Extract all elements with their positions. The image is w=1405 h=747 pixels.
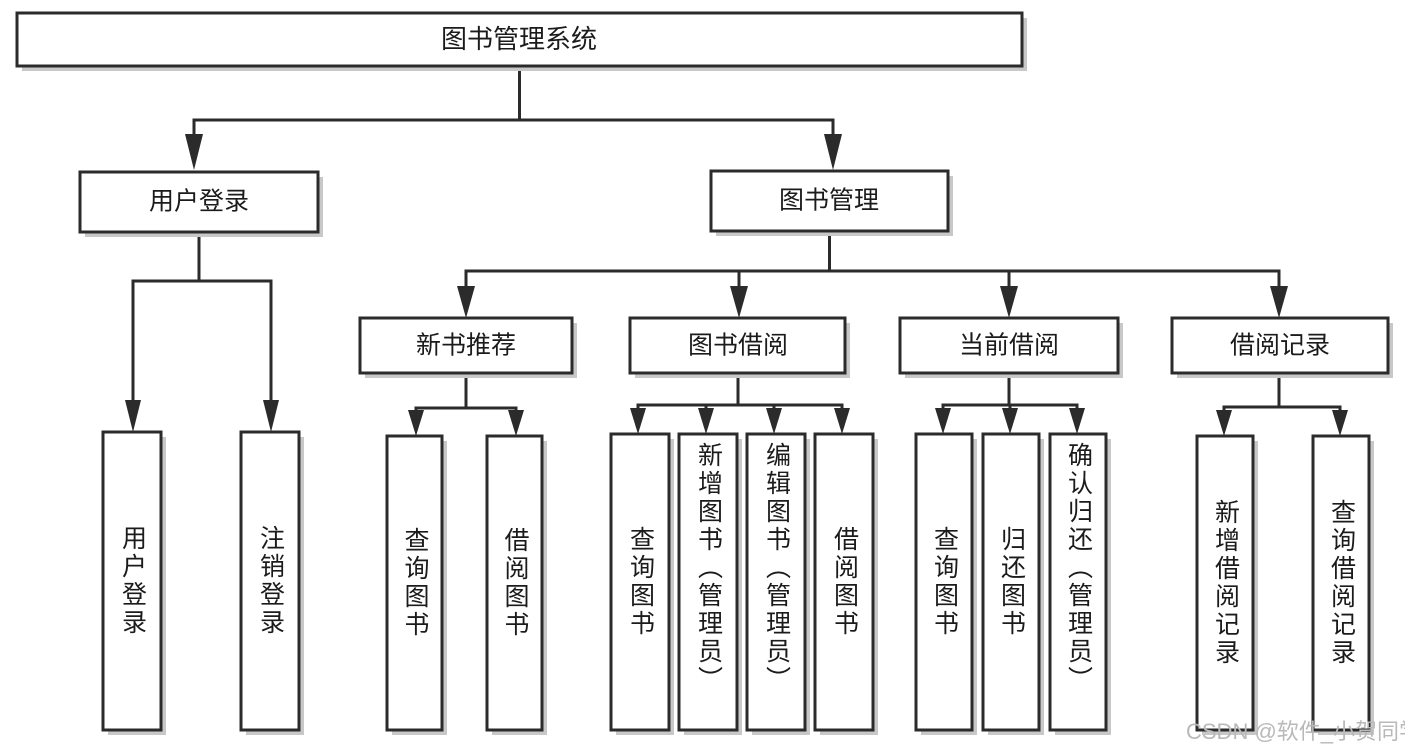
leaf-edit-book[interactable]: 编辑图书（管理员） xyxy=(747,434,805,730)
leaf-confirm-return-rect[interactable] xyxy=(1048,432,1108,732)
node-new-book-rec-rect xyxy=(358,316,574,375)
leaf-rect-layer xyxy=(101,430,1374,735)
node-root[interactable]: 图书管理系统 xyxy=(15,11,1027,71)
leaf-query-book-2-rect[interactable] xyxy=(609,432,671,732)
leaf-add-record-label: 新增借阅记录 xyxy=(1211,499,1240,667)
node-book-manage-label: 图书管理 xyxy=(779,187,879,215)
leaf-add-record[interactable]: 新增借阅记录 xyxy=(1197,436,1253,730)
arrowhead-book-borrow xyxy=(730,286,748,318)
node-root-rect xyxy=(15,11,1024,68)
arrowhead-add-book xyxy=(698,408,714,434)
node-book-manage[interactable]: 图书管理 xyxy=(709,169,953,236)
leaf-query-book-1[interactable]: 查询图书 xyxy=(387,436,442,730)
arrowhead-current-borrow xyxy=(1000,286,1018,318)
leaf-user-login-label: 用户登录 xyxy=(118,525,147,637)
node-user-login[interactable]: 用户登录 xyxy=(78,170,323,237)
leaf-query-book-2[interactable]: 查询图书 xyxy=(611,434,669,730)
leaf-logout-label: 注销登录 xyxy=(256,525,285,637)
leaf-confirm-return[interactable]: 确认归还（管理员） xyxy=(1050,434,1106,730)
arrowhead-leaf-logout xyxy=(263,400,279,432)
leaf-query-record[interactable]: 查询借阅记录 xyxy=(1313,436,1369,730)
leaf-edit-book-label: 编辑图书（管理员） xyxy=(762,442,791,694)
node-user-login-label: 用户登录 xyxy=(149,188,249,216)
node-current-borrow[interactable]: 当前借阅 xyxy=(898,316,1123,378)
leaf-return-book-label: 归还图书 xyxy=(997,526,1026,638)
leaf-query-book-1-rect[interactable] xyxy=(385,434,444,732)
node-book-borrow-label: 图书借阅 xyxy=(688,332,788,360)
arrowhead-leaf-user-login xyxy=(125,400,141,432)
leaf-query-book-3[interactable]: 查询图书 xyxy=(916,434,972,730)
leaf-query-book-2-label: 查询图书 xyxy=(626,526,655,638)
leaf-logout-rect[interactable] xyxy=(239,430,301,732)
leaf-add-book-rect[interactable] xyxy=(677,432,739,732)
node-layer: 图书管理系统 用户登录 图书管理 新书推荐 xyxy=(15,11,1393,735)
node-book-borrow[interactable]: 图书借阅 xyxy=(628,316,850,378)
leaf-add-book[interactable]: 新增图书（管理员） xyxy=(679,434,737,730)
node-book-borrow-rect xyxy=(628,316,847,375)
arrowhead-book-manage xyxy=(824,134,842,170)
leaf-query-book-1-label: 查询图书 xyxy=(401,527,429,639)
leaf-query-record-rect[interactable] xyxy=(1311,434,1371,732)
leaf-add-record-rect[interactable] xyxy=(1195,434,1255,732)
arrowhead-query-book-3 xyxy=(935,408,951,434)
leaf-return-book-rect[interactable] xyxy=(981,432,1041,732)
leaf-borrow-book-2-label: 借阅图书 xyxy=(830,526,859,638)
node-current-borrow-label: 当前借阅 xyxy=(959,332,1059,360)
connector-layer xyxy=(125,64,1348,436)
arrowhead-return-book xyxy=(1002,408,1018,434)
leaf-borrow-book-2[interactable]: 借阅图书 xyxy=(815,434,873,730)
leaf-borrow-book-1-label: 借阅图书 xyxy=(501,527,529,639)
leaf-query-book-3-rect[interactable] xyxy=(914,432,974,732)
arrowhead-query-record xyxy=(1332,410,1348,436)
leaf-return-book[interactable]: 归还图书 xyxy=(983,434,1039,730)
node-current-borrow-rect xyxy=(898,316,1120,375)
leaf-borrow-book-1-rect[interactable] xyxy=(485,434,544,732)
leaf-query-record-label: 查询借阅记录 xyxy=(1327,499,1356,667)
leaf-borrow-book-1[interactable]: 借阅图书 xyxy=(487,436,542,730)
node-new-book-rec-label: 新书推荐 xyxy=(416,332,516,360)
leaf-user-login-rect[interactable] xyxy=(101,430,163,732)
arrowhead-add-record xyxy=(1216,410,1232,436)
node-root-label: 图书管理系统 xyxy=(441,24,597,54)
node-borrow-record[interactable]: 借阅记录 xyxy=(1170,316,1393,378)
leaf-confirm-return-label: 确认归还（管理员） xyxy=(1064,442,1093,694)
arrowhead-query-book-1 xyxy=(408,410,424,436)
leaf-borrow-book-2-rect[interactable] xyxy=(813,432,875,732)
arrowhead-borrow-book-1 xyxy=(508,410,524,436)
arrowhead-borrow-record xyxy=(1270,286,1288,318)
node-borrow-record-label: 借阅记录 xyxy=(1230,332,1330,360)
node-borrow-record-rect xyxy=(1170,316,1390,375)
arrowhead-confirm-return xyxy=(1069,408,1085,434)
node-new-book-rec[interactable]: 新书推荐 xyxy=(358,316,577,378)
leaf-query-book-3-label: 查询图书 xyxy=(930,526,959,638)
leaf-edit-book-rect[interactable] xyxy=(745,432,807,732)
arrowhead-borrow-book-2 xyxy=(834,408,850,434)
node-user-login-rect xyxy=(78,170,320,234)
leaf-add-book-label: 新增图书（管理员） xyxy=(694,442,723,694)
arrowhead-new-book-rec xyxy=(457,286,475,318)
arrowhead-query-book-2 xyxy=(630,408,646,434)
arrowhead-user-login xyxy=(185,134,203,170)
leaf-user-login[interactable]: 用户登录 xyxy=(103,432,161,730)
leaf-logout[interactable]: 注销登录 xyxy=(241,432,299,730)
arrowhead-edit-book xyxy=(766,408,782,434)
node-book-manage-rect xyxy=(709,169,950,233)
